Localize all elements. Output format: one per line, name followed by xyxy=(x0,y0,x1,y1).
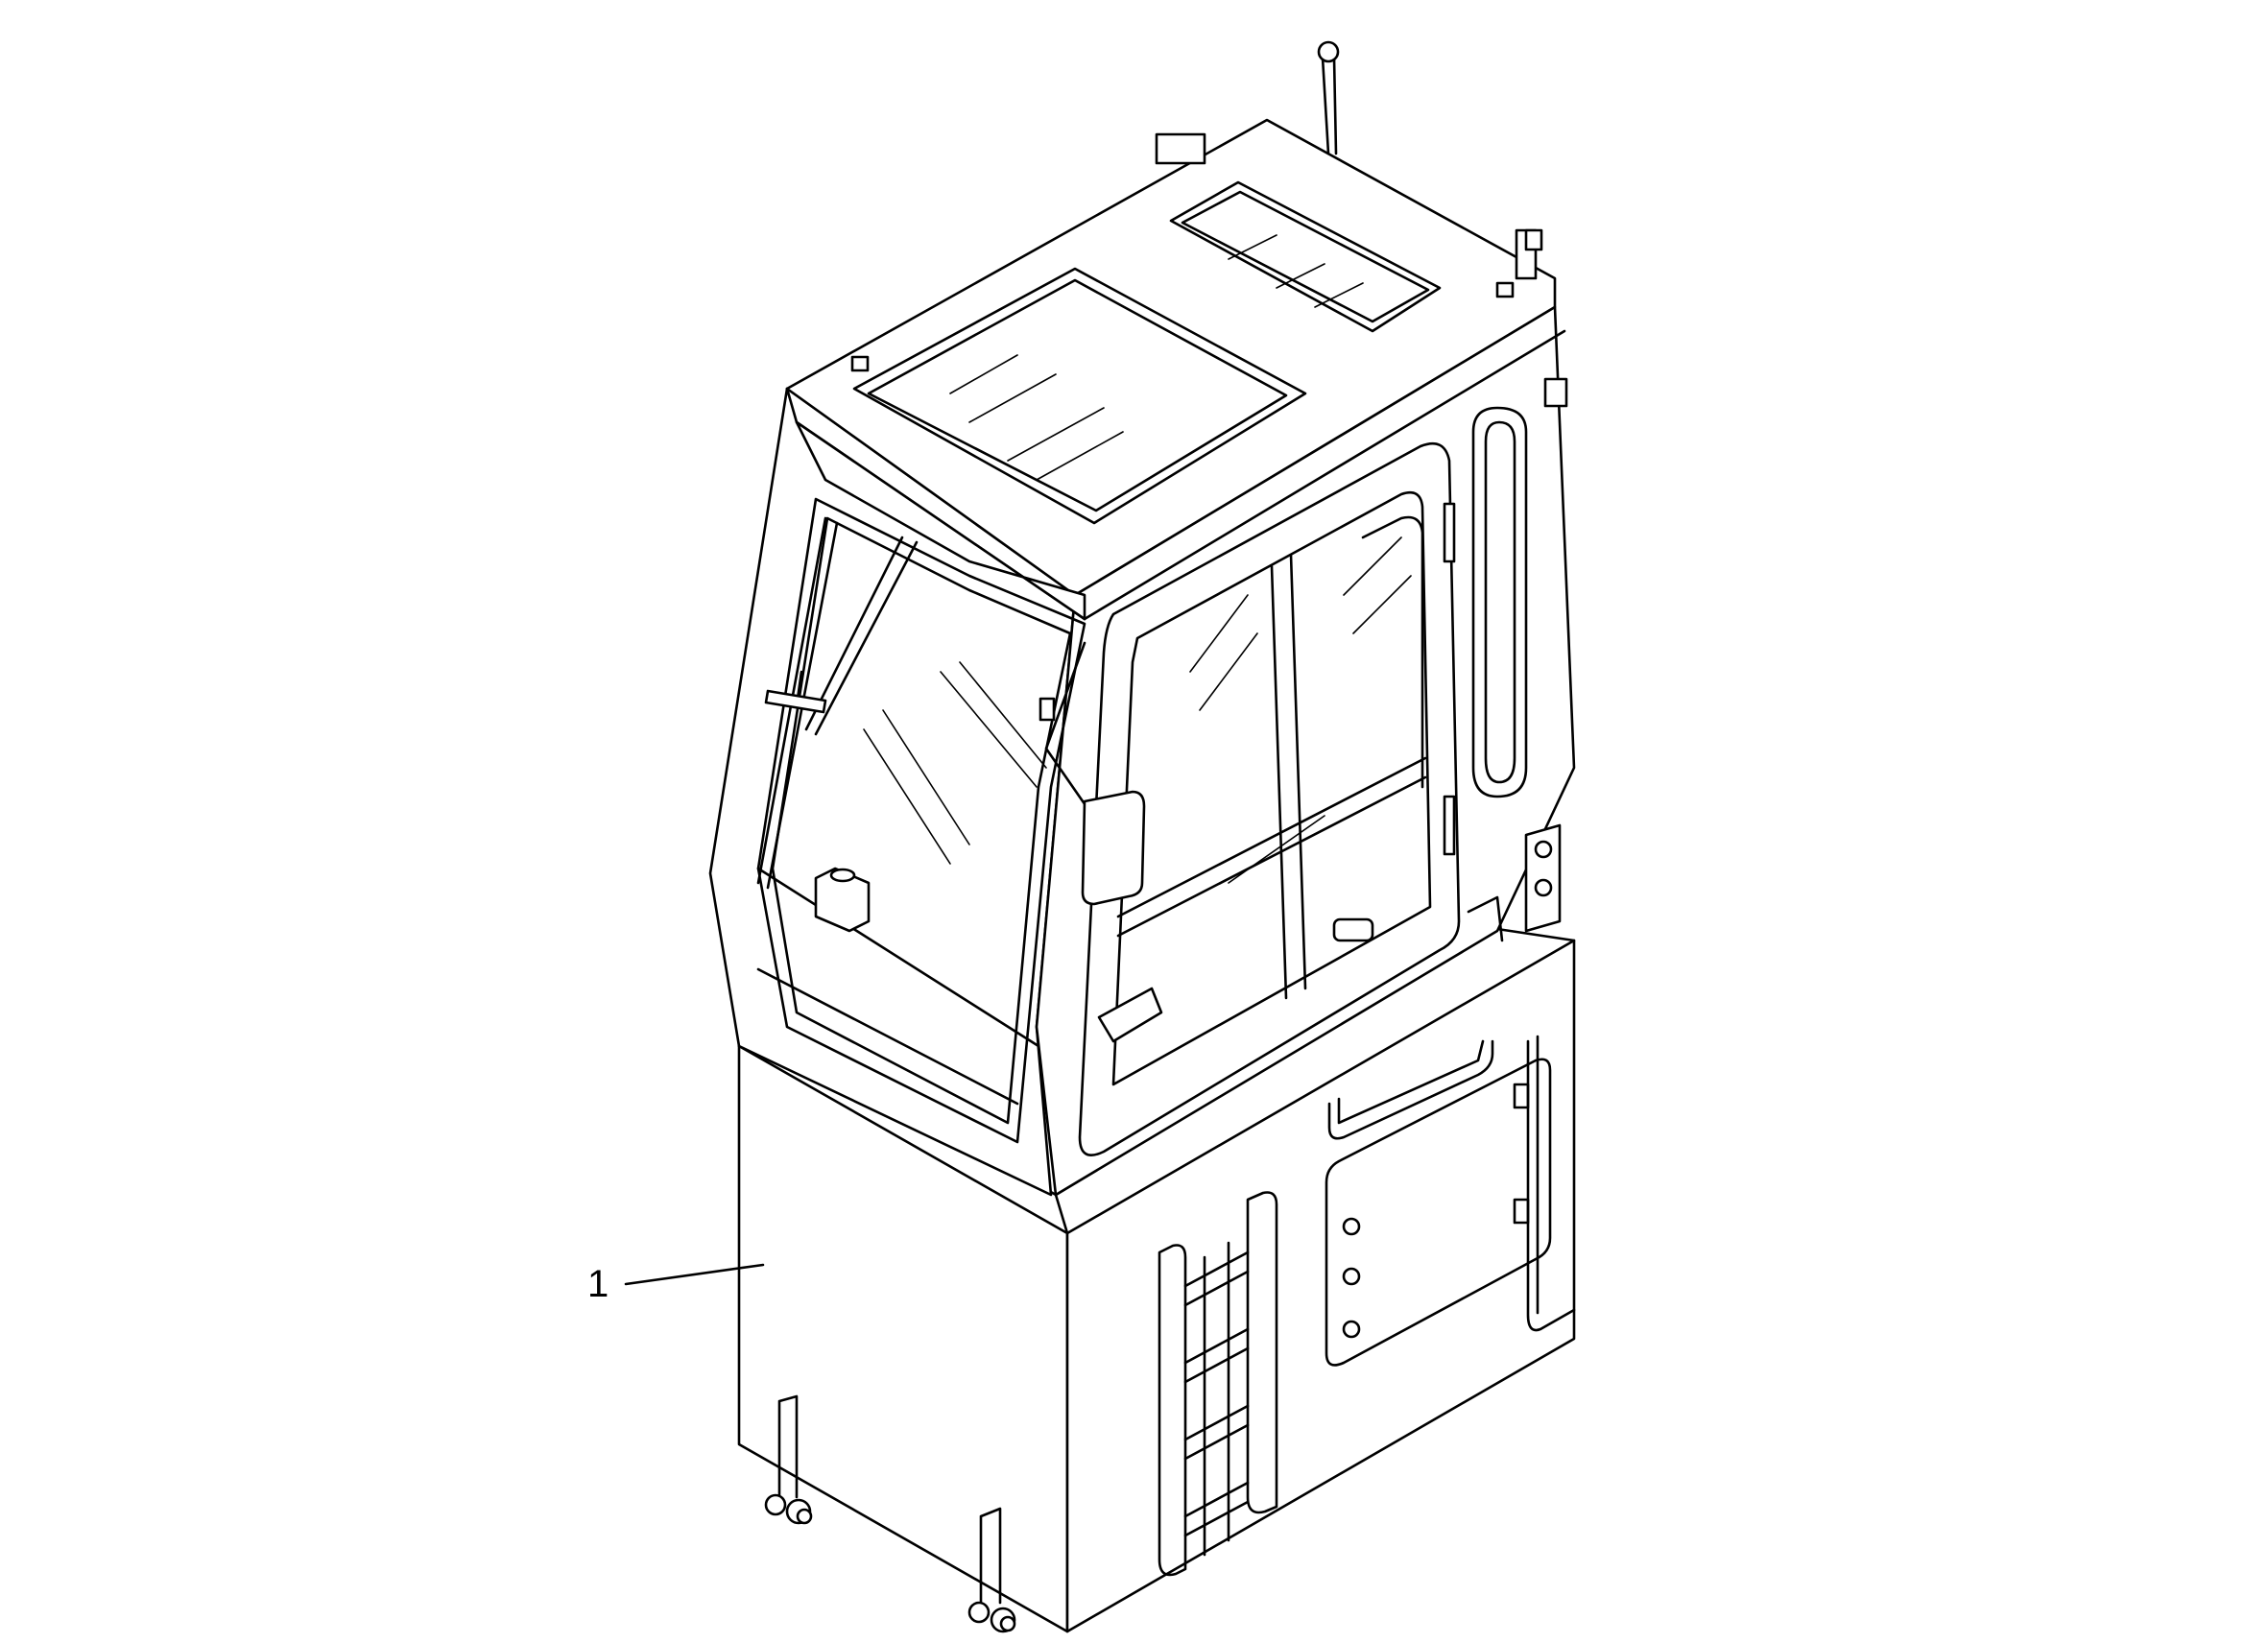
side-window xyxy=(1471,406,1528,798)
front-windshield xyxy=(756,497,1086,1144)
access-hatch xyxy=(1325,1058,1552,1367)
antenna xyxy=(1155,40,1543,280)
callout-label-1: 1 xyxy=(587,1263,609,1305)
roof-windows xyxy=(850,180,1568,525)
cab-door xyxy=(1078,441,1461,1156)
side-mirror xyxy=(1039,641,1146,906)
callout-leader-line xyxy=(624,1263,765,1286)
base-feet xyxy=(764,1394,1016,1633)
access-ladder xyxy=(1158,1191,1278,1577)
wiper xyxy=(756,516,919,890)
rear-bracket xyxy=(1467,823,1562,942)
grab-handles xyxy=(1327,1035,1576,1332)
